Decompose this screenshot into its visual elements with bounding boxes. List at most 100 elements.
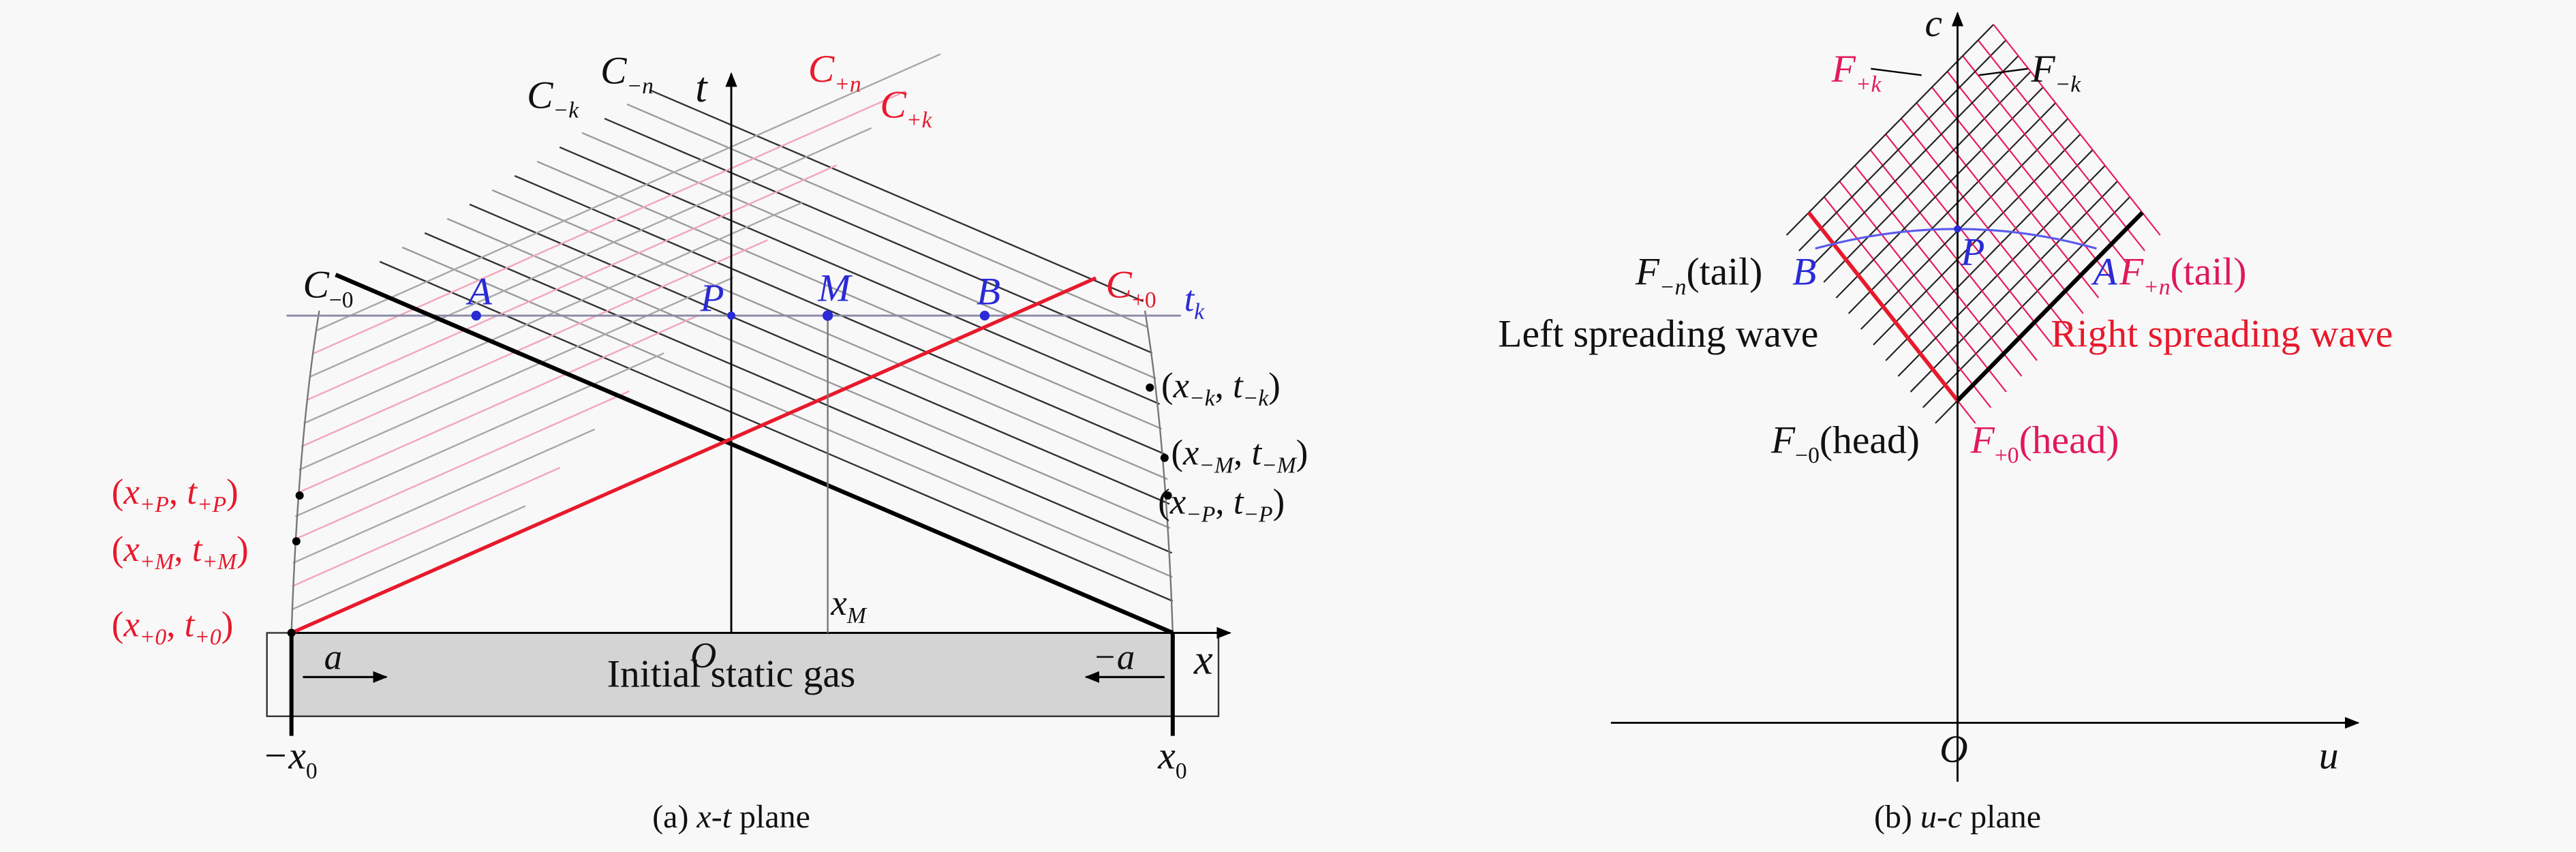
t-axis-label: t: [695, 64, 708, 111]
c-minus-0-label: C−0: [303, 264, 353, 313]
c-plus-n-label: C+n: [808, 48, 861, 97]
c-minus-characteristic: [536, 160, 1163, 430]
f-plus-line: [1869, 149, 2038, 361]
coord-label-left: (x+0, t+0): [112, 605, 234, 650]
coord-label-right: (x−M, t−M): [1171, 433, 1308, 478]
c-minus-characteristic: [469, 203, 1170, 505]
f-minus-line: [1873, 134, 2081, 346]
neg-x0-label: −x0: [262, 735, 317, 784]
c-plus-characteristic: [298, 277, 734, 471]
dot-plus-0: [287, 628, 296, 637]
c-plus-0-line: [290, 276, 1097, 635]
f-minus-line: [1910, 181, 2118, 393]
f-minus-line: [1785, 24, 1995, 236]
point-b: [979, 310, 990, 321]
x-axis-label: x: [1193, 636, 1213, 683]
coord-label-left: (x+P, t+P): [112, 472, 239, 517]
velocity-a-label: a: [324, 637, 342, 677]
f-minus-0-head-label: F−0(head): [1770, 419, 1920, 468]
c-minus-characteristic: [379, 260, 1174, 603]
f-plus-line: [1854, 165, 2023, 377]
gas-label: Initial static gas: [607, 653, 856, 696]
f-plus-line: [1946, 71, 2115, 283]
point-a: [471, 310, 481, 321]
f-minus-line: [1811, 55, 2019, 267]
point-p-b: [1954, 225, 1961, 233]
right-coordinate-labels: (x−k, t−k)(x−M, t−M)(x−P, t−P): [1158, 366, 1308, 527]
f-plus-line: [1993, 24, 2161, 236]
dot-plus-m: [292, 537, 301, 546]
right-spreading-wave-label: Right spreading wave: [2051, 313, 2393, 356]
f-plus-line: [1823, 196, 1992, 408]
c-minus-characteristic: [626, 103, 1148, 328]
c-plus-characteristic: [296, 314, 699, 494]
left-coordinate-labels: (x+P, t+P) (x+M, t+M) (x+0, t+0): [112, 472, 249, 650]
point-p-label: P: [699, 277, 724, 320]
dot-plus-p: [295, 491, 304, 500]
u-axis-label: u: [2319, 735, 2339, 778]
f-plus-line: [1977, 40, 2146, 252]
c-plus-characteristic: [294, 352, 664, 517]
f-plus-0-head-label: F+0(head): [1970, 419, 2119, 468]
left-spreading-wave-label: Left spreading wave: [1498, 313, 1818, 356]
c-minus-k-label: C−k: [527, 74, 579, 123]
c-plus-characteristic: [303, 202, 803, 425]
panel-x-t-plane: Initial static gas a −a t x O tk xM A P …: [112, 48, 1308, 835]
c-plus-characteristic: [313, 90, 906, 354]
f-plus-line: [1916, 102, 2084, 314]
c-axis-label: c: [1925, 2, 1943, 45]
c-plus-characteristic: [306, 164, 838, 401]
xm-label: xM: [830, 583, 867, 628]
f-plus-line: [1885, 134, 2053, 346]
coord-label-left: (x+M, t+M): [112, 530, 249, 575]
left-boundary-curve: [290, 310, 320, 633]
characteristic-families: [291, 53, 1174, 611]
f-minus-line: [1835, 87, 2044, 299]
f-minus-n-tail-edge: [1807, 211, 1959, 402]
c-plus-characteristic: [292, 466, 561, 588]
tk-label: tk: [1184, 279, 1206, 324]
leader-f-plus-k: [1871, 67, 1922, 76]
c-minus-0-line: [335, 273, 1174, 635]
c-minus-characteristic: [581, 132, 1156, 380]
leader-f-minus-k: [1978, 67, 2028, 76]
c-minus-n-label: C−n: [600, 49, 654, 98]
f-plus-line: [1962, 55, 2130, 267]
f-plus-line: [1900, 118, 2069, 330]
c-plus-characteristic: [301, 239, 768, 448]
f-minus-line: [1885, 149, 2094, 361]
f-minus-line: [1860, 118, 2069, 330]
point-a-label: A: [465, 270, 493, 313]
c-plus-k-label: C+k: [880, 84, 932, 133]
point-p: [727, 311, 736, 320]
x0-label: x0: [1157, 735, 1186, 784]
origin-label-b: O: [1939, 728, 1968, 771]
f-minus-n-tail-label: F−n(tail): [1635, 250, 1763, 299]
f-minus-k-label: F−k: [2030, 48, 2081, 97]
c-minus-characteristic: [424, 232, 1173, 554]
c-plus-characteristic: [316, 53, 941, 331]
origin-label: O: [690, 636, 716, 675]
f-minus-line: [1897, 165, 2106, 377]
f-plus-n-tail-label: F+n(tail): [2119, 250, 2247, 299]
point-b-label-b: B: [1792, 250, 1816, 293]
coord-label-right: (x−P, t−P): [1158, 482, 1285, 527]
c-plus-characteristic: [292, 428, 596, 564]
point-a-label-b: A: [2091, 250, 2118, 293]
c-plus-characteristic: [291, 505, 526, 611]
point-m: [822, 310, 833, 321]
caption-b: (b) u-c plane: [1874, 799, 2041, 835]
c-plus-0-label: C+0: [1105, 264, 1156, 313]
c-plus-characteristic: [293, 390, 630, 541]
point-m-label: M: [817, 267, 853, 309]
f-plus-line: [1931, 87, 2100, 299]
point-p-label-b: P: [1960, 231, 1984, 274]
f-minus-line: [1798, 40, 2007, 252]
f-plus-line: [1839, 181, 2007, 393]
c-minus-characteristic: [604, 117, 1153, 354]
point-b-label: B: [977, 270, 1000, 313]
dot-minus-p: [1163, 491, 1172, 500]
dot-minus-k: [1146, 383, 1154, 392]
dot-minus-m: [1160, 453, 1169, 462]
